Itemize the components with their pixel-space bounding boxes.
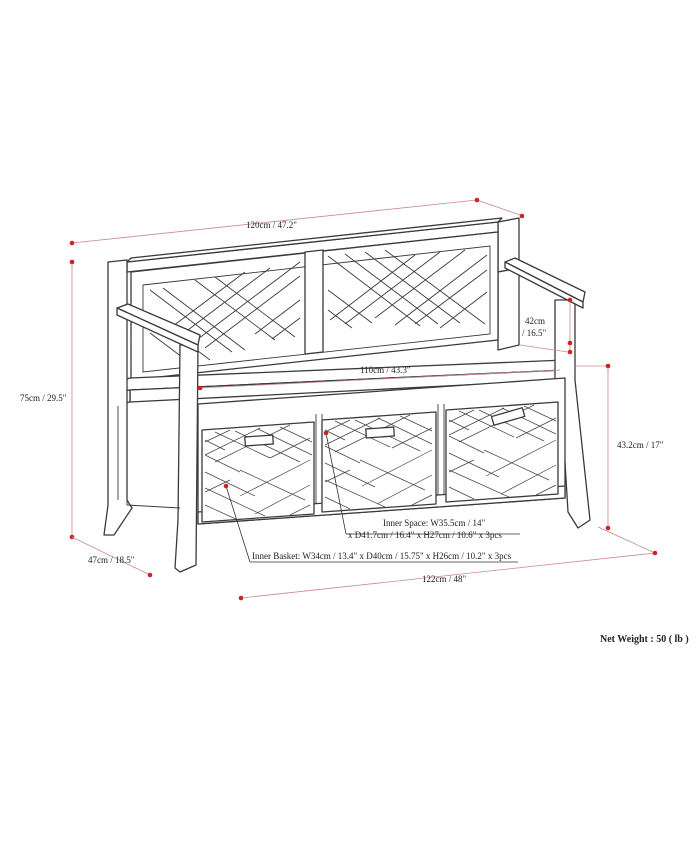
label-seat-depth-cm: 42cm xyxy=(525,316,545,326)
label-inner-basket: Inner Basket: W34cm / 13.4" x D40cm / 15… xyxy=(252,551,512,561)
net-weight: Net Weight : 50 ( lb ) xyxy=(600,634,689,645)
basket-right xyxy=(445,401,559,503)
dimension-lines xyxy=(69,197,658,601)
basket-middle xyxy=(321,411,437,513)
back-lattice-right xyxy=(327,249,488,329)
label-overall-depth: 47cm / 18.5" xyxy=(88,555,135,565)
dimension-labels: 120cm / 47.2" 42cm / 16.5" 110cm / 43.3"… xyxy=(20,220,664,584)
label-inner-space-1: Inner Space: W35.5cm / 14" xyxy=(383,518,486,528)
label-inner-space-2: x D41.7cm / 16.4" x H27cm / 10.6" x 3pcs xyxy=(348,530,502,540)
label-seat-depth-in: / 16.5" xyxy=(522,328,547,338)
label-overall-height: 75cm / 29.5" xyxy=(20,393,67,403)
label-seat-height: 43.2cm / 17" xyxy=(617,440,664,450)
label-overall-width: 122cm / 48" xyxy=(422,574,466,584)
basket-left xyxy=(201,421,315,523)
label-overall-length: 120cm / 47.2" xyxy=(246,220,297,230)
bench-illustration xyxy=(103,217,591,573)
label-seat-length: 110cm / 43.3" xyxy=(360,365,411,375)
